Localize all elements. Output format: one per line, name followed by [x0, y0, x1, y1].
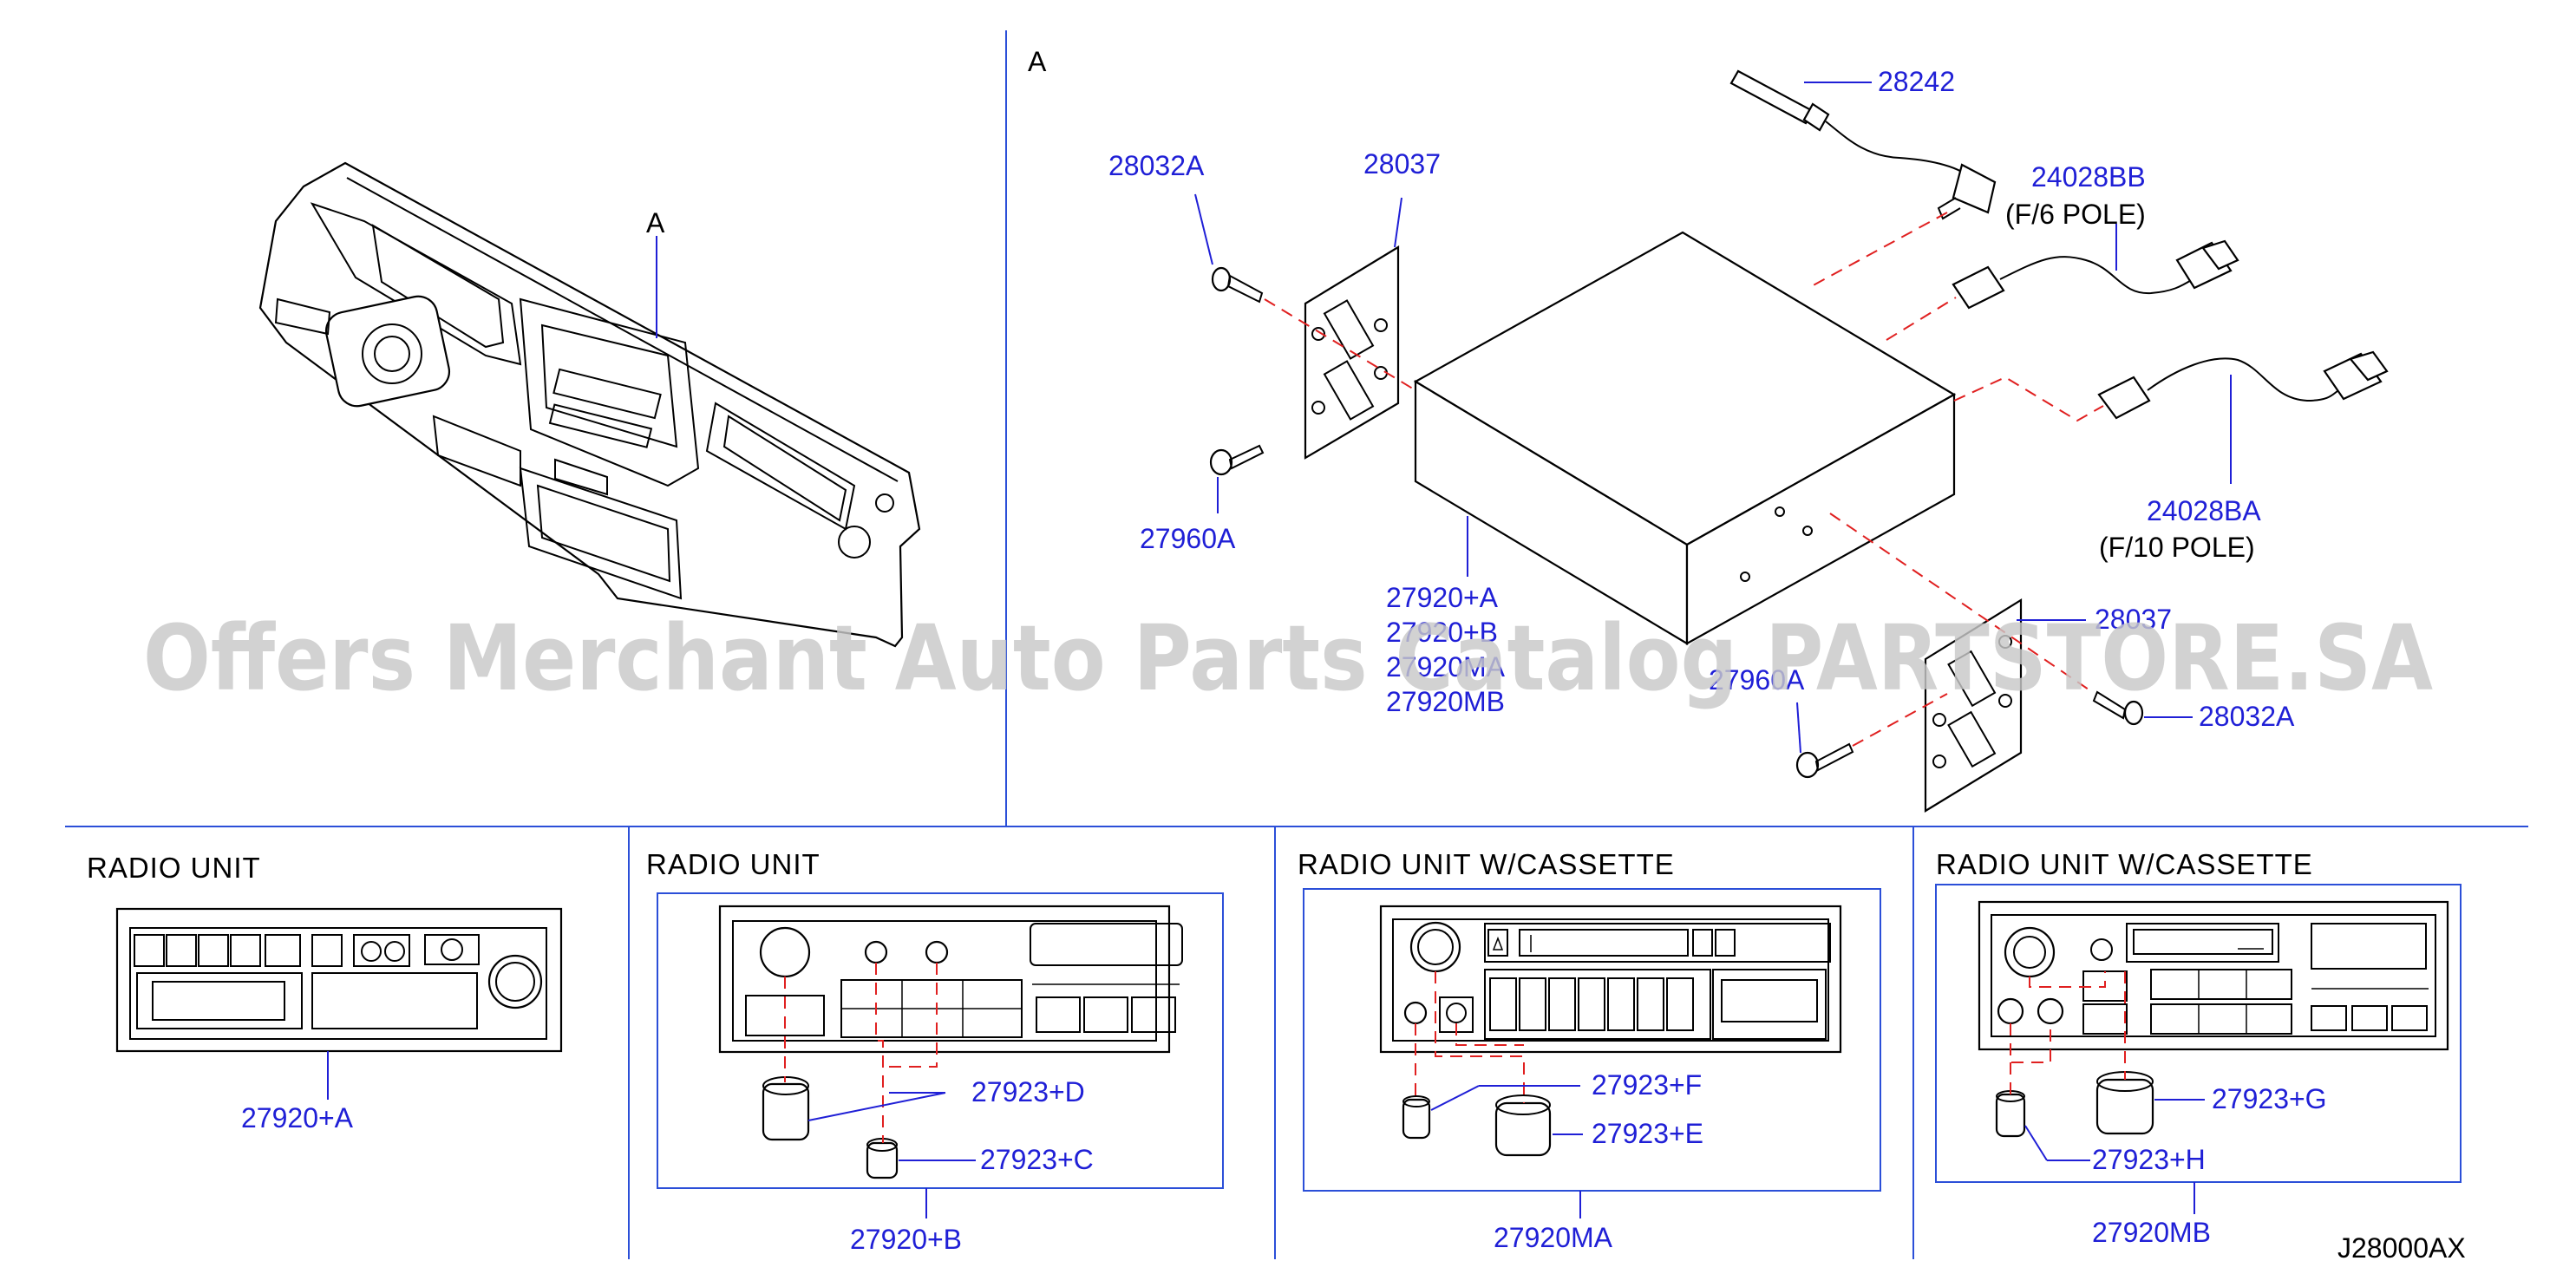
panel-3-title: RADIO UNIT W/CASSETTE [1298, 848, 1675, 880]
watermark: Offers Merchant Auto Parts Catalog PARTS… [143, 605, 2433, 711]
panel-4-part-27923h: 27923+H [2092, 1144, 2206, 1175]
part-27920a-main: 27920+A [1386, 582, 1499, 613]
leader-27960a-right [1796, 702, 1801, 754]
panel-4-part-27920mb: 27920MB [2092, 1217, 2211, 1248]
panel-4-frame [1935, 884, 2462, 1183]
screw-28032a-left [1211, 266, 1264, 304]
panel-2-part-27923d: 27923+D [971, 1076, 1085, 1107]
dashed-harness-bb [1886, 297, 1957, 341]
knob-27923g [2095, 1071, 2154, 1135]
panel-2-part-27920b: 27920+B [850, 1224, 962, 1255]
dashed-harness-ba [1953, 376, 2104, 422]
radio-unit-b [718, 905, 1183, 1054]
part-28037-left: 28037 [1363, 148, 1441, 180]
panel-3-frame [1303, 888, 1881, 1192]
part-24028ba: 24028BA [2147, 495, 2261, 526]
radio-unit-ma [1379, 905, 1842, 1054]
note-24028bb: (F/6 POLE) [2005, 199, 2146, 230]
harness-24028bb [1952, 239, 2239, 310]
harness-24028ba [2097, 350, 2389, 420]
leader-28032a-left [1194, 193, 1213, 265]
panel-3-part-27923e: 27923+E [1592, 1118, 1703, 1149]
knob-27923e [1494, 1094, 1552, 1157]
dash-label-a: A [646, 207, 665, 238]
view-label-a: A [1028, 46, 1047, 77]
diagram-code: J28000AX [2337, 1232, 2466, 1264]
screw-28032a-right [2092, 690, 2144, 726]
panel-2-part-27923c: 27923+C [980, 1144, 1094, 1175]
part-28037-right: 28037 [2095, 604, 2172, 635]
leader-28037-left [1394, 197, 1402, 248]
dashed-screw-right-2 [1852, 693, 1948, 747]
panel-2-title: RADIO UNIT [646, 848, 821, 880]
panel-4-title: RADIO UNIT W/CASSETTE [1936, 848, 2313, 880]
leader-27923d [807, 1092, 946, 1121]
panel-2-frame [657, 892, 1224, 1189]
panel-4-part-27923g: 27923+G [2212, 1083, 2327, 1114]
dashed-screw-right [1829, 513, 2089, 690]
part-27920b-main: 27920+B [1386, 617, 1498, 648]
knob-27923h [1995, 1090, 2026, 1138]
leader-27923f [1430, 1085, 1480, 1111]
dashed-knob-c [875, 963, 884, 1143]
dashed-antenna [1808, 212, 1948, 289]
radio-unit-a [115, 907, 563, 1053]
panel-3-part-27923f: 27923+F [1592, 1069, 1702, 1101]
part-27960a-left: 27960A [1140, 523, 1236, 554]
panel-1-part-27920a: 27920+A [241, 1102, 354, 1133]
dashed-knob-e [1435, 971, 1525, 1103]
radio-unit-mb [1978, 900, 2449, 1051]
note-24028ba: (F/10 POLE) [2099, 532, 2255, 563]
leader-27923h [2024, 1125, 2048, 1161]
part-27960a-right: 27960A [1709, 664, 1805, 696]
part-27920ma-main: 27920MA [1386, 651, 1506, 683]
screw-27960a-right [1795, 742, 1854, 779]
part-28032a-left: 28032A [1108, 150, 1205, 181]
knob-27923d [762, 1076, 810, 1141]
dashed-knob-cd [883, 963, 938, 1068]
panel-1-title: RADIO UNIT [87, 852, 261, 884]
dashed-knob-g [2029, 971, 2126, 1080]
radio-box [1413, 231, 1957, 645]
screw-27960a-left [1209, 444, 1265, 476]
dashboard-illustration [258, 161, 921, 648]
knob-27923c [866, 1138, 899, 1179]
dashed-screw-left [1264, 298, 1416, 391]
part-24028bb: 24028BB [2031, 161, 2146, 193]
bracket-right [1924, 598, 2023, 813]
antenna-lead-28242 [1729, 69, 1997, 220]
panel-3-part-27920ma: 27920MA [1494, 1222, 1613, 1253]
dashed-knob-e2 [1455, 1023, 1524, 1046]
part-28032a-right: 28032A [2199, 701, 2295, 732]
part-28242: 28242 [1878, 66, 1955, 97]
part-27920mb-main: 27920MB [1386, 686, 1505, 717]
knob-27923f [1402, 1095, 1431, 1140]
